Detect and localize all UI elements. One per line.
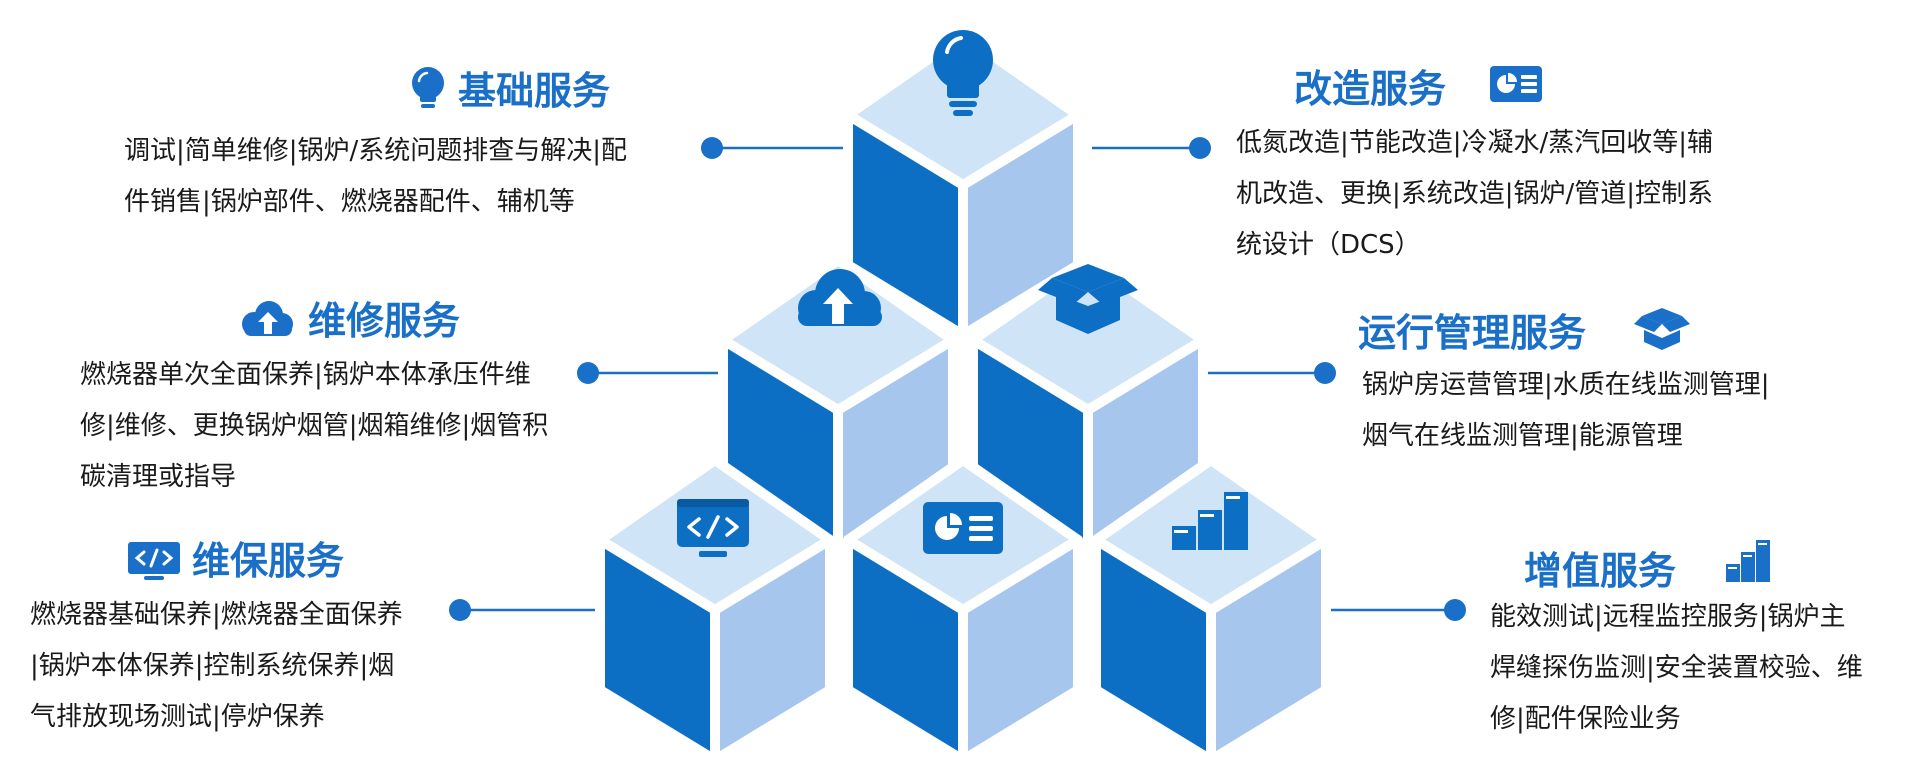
desc-line: 焊缝探伤监测|安全装置校验、维	[1490, 653, 1863, 683]
desc-line: 修|配件保险业务	[1490, 704, 1681, 734]
desc-line: 燃烧器单次全面保养|锅炉本体承压件维	[80, 360, 531, 390]
desc-line: 低氮改造|节能改造|冷凝水/蒸汽回收等|辅	[1236, 128, 1714, 158]
pie-chart-card-icon	[923, 502, 1003, 554]
service-title-repair: 维修服务	[308, 299, 461, 343]
desc-line: 调试|简单维修|锅炉/系统问题排查与解决|配	[124, 136, 628, 166]
service-title-maintenance: 维保服务	[192, 539, 345, 583]
desc-line: 烟气在线监测管理|能源管理	[1362, 421, 1683, 451]
pie-chart-card-icon	[1488, 64, 1544, 108]
connector-dot-operation	[1314, 362, 1336, 384]
connector-dot-retrofit	[1189, 137, 1211, 159]
service-desc-value-added: 能效测试|远程监控服务|锅炉主 焊缝探伤监测|安全装置校验、维 修|配件保险业务	[1490, 592, 1863, 745]
desc-line: 统设计（DCS）	[1236, 230, 1421, 260]
connector-dot-basic	[701, 137, 723, 159]
desc-line: 锅炉房运营管理|水质在线监测管理|	[1362, 370, 1770, 400]
service-title-value-added: 增值服务	[1524, 549, 1677, 593]
desc-line: 气排放现场测试|停炉保养	[30, 702, 325, 732]
cloud-upload-icon	[798, 269, 882, 326]
service-title-retrofit: 改造服务	[1294, 67, 1447, 111]
service-desc-repair: 燃烧器单次全面保养|锅炉本体承压件维 修|维修、更换锅炉烟管|烟箱维修|烟管积 …	[80, 350, 548, 503]
desc-line: 燃烧器基础保养|燃烧器全面保养	[30, 600, 403, 630]
stairs-icon	[1726, 540, 1770, 586]
open-box-icon	[1634, 306, 1690, 354]
cloud-upload-icon	[238, 300, 296, 344]
code-monitor-icon	[126, 540, 182, 584]
service-desc-maintenance: 燃烧器基础保养|燃烧器全面保养 |锅炉本体保养|控制系统保养|烟 气排放现场测试…	[30, 590, 403, 743]
desc-line: 碳清理或指导	[80, 462, 237, 492]
desc-line: 件销售|锅炉部件、燃烧器配件、辅机等	[124, 187, 575, 217]
connector-dot-value-added	[1444, 599, 1466, 621]
connectors	[449, 137, 1466, 621]
desc-line: 修|维修、更换锅炉烟管|烟箱维修|烟管积	[80, 411, 549, 441]
connector-dot-repair	[577, 362, 599, 384]
service-title-operation: 运行管理服务	[1358, 311, 1587, 355]
desc-line: 能效测试|远程监控服务|锅炉主	[1490, 602, 1846, 632]
service-desc-retrofit: 低氮改造|节能改造|冷凝水/蒸汽回收等|辅 机改造、更换|系统改造|锅炉/管道|…	[1236, 118, 1713, 271]
code-monitor-icon	[677, 499, 749, 557]
desc-line: |锅炉本体保养|控制系统保养|烟	[30, 651, 395, 681]
desc-line: 机改造、更换|系统改造|锅炉/管道|控制系	[1236, 179, 1714, 209]
stairs-icon	[1172, 492, 1248, 550]
lightbulb-icon	[410, 66, 446, 116]
open-box-icon	[1038, 264, 1138, 334]
service-desc-basic: 调试|简单维修|锅炉/系统问题排查与解决|配 件销售|锅炉部件、燃烧器配件、辅机…	[124, 126, 627, 228]
service-title-basic: 基础服务	[458, 69, 611, 113]
service-desc-operation: 锅炉房运营管理|水质在线监测管理| 烟气在线监测管理|能源管理	[1362, 360, 1770, 462]
lightbulb-icon	[933, 30, 993, 116]
connector-dot-maintenance	[449, 599, 471, 621]
